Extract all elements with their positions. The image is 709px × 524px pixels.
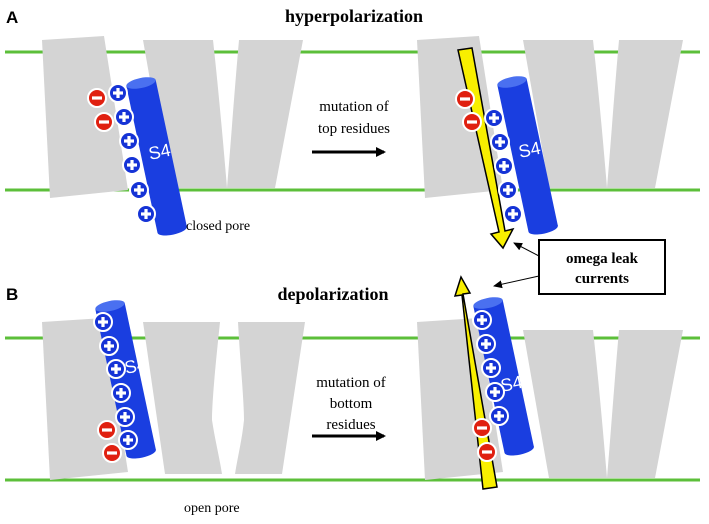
positive-residue [485, 382, 505, 402]
panel-title-b: depolarization [278, 284, 389, 304]
positive-residue [484, 108, 504, 128]
s4-label: S4 [147, 140, 173, 164]
omega-leak-callout: omega leak currents [493, 239, 666, 295]
panel-b: S4 S4 B depolarization muta [5, 275, 700, 516]
callout-line1: omega leak [566, 251, 639, 267]
positive-residue [108, 83, 128, 103]
positive-residue [111, 383, 131, 403]
positive-residue [476, 334, 496, 354]
negative-residue [97, 420, 117, 440]
channel-mutated-right-b: S4 [417, 275, 683, 490]
positive-residue [136, 204, 156, 224]
negative-residue [477, 442, 497, 462]
s4-label: S4 [517, 138, 543, 162]
callout-box [538, 239, 666, 295]
channel-open-left: S4 [42, 297, 305, 480]
negative-residue [462, 112, 482, 132]
positive-residue [118, 430, 138, 450]
negative-residue [87, 88, 107, 108]
channel-mutated-right: S4 [417, 36, 683, 250]
negative-residue [455, 89, 475, 109]
pore-state-label-a: closed pore [186, 219, 250, 234]
negative-residue [94, 112, 114, 132]
positive-residue [472, 310, 492, 330]
arrow-caption-a-line2: top residues [318, 121, 390, 137]
pore-state-label-b: open pore [184, 501, 240, 516]
positive-residue [99, 336, 119, 356]
callout-pointer-lower [493, 275, 540, 289]
arrow-caption-a-line1: mutation of [319, 99, 389, 115]
callout-line2: currents [575, 271, 629, 287]
positive-residue [114, 107, 134, 127]
negative-residue [472, 418, 492, 438]
s4-label: S4 [123, 354, 149, 378]
arrow-caption-b-line3: residues [326, 417, 375, 433]
panel-title-a: hyperpolarization [285, 6, 423, 26]
panel-letter-b: B [6, 285, 18, 304]
arrow-caption-b-line1: mutation of [316, 375, 386, 391]
arrow-caption-b-line2: bottom [330, 396, 373, 412]
negative-residue [102, 443, 122, 463]
positive-residue [115, 407, 135, 427]
positive-residue [119, 131, 139, 151]
positive-residue [498, 180, 518, 200]
pore-half-left [143, 322, 222, 474]
callout-pointer-upper [513, 242, 540, 257]
positive-residue [489, 406, 509, 426]
positive-residue [106, 359, 126, 379]
positive-residue [490, 132, 510, 152]
positive-residue [481, 358, 501, 378]
pore-half-right [235, 322, 305, 474]
positive-residue [129, 180, 149, 200]
positive-residue [122, 155, 142, 175]
channel-closed-left: S4 [42, 36, 303, 238]
panel-letter-a: A [6, 8, 18, 27]
positive-residue [93, 312, 113, 332]
positive-residue [494, 156, 514, 176]
positive-residue [503, 204, 523, 224]
panel-a: S4 S4 A hyperpolarization m [5, 6, 700, 250]
